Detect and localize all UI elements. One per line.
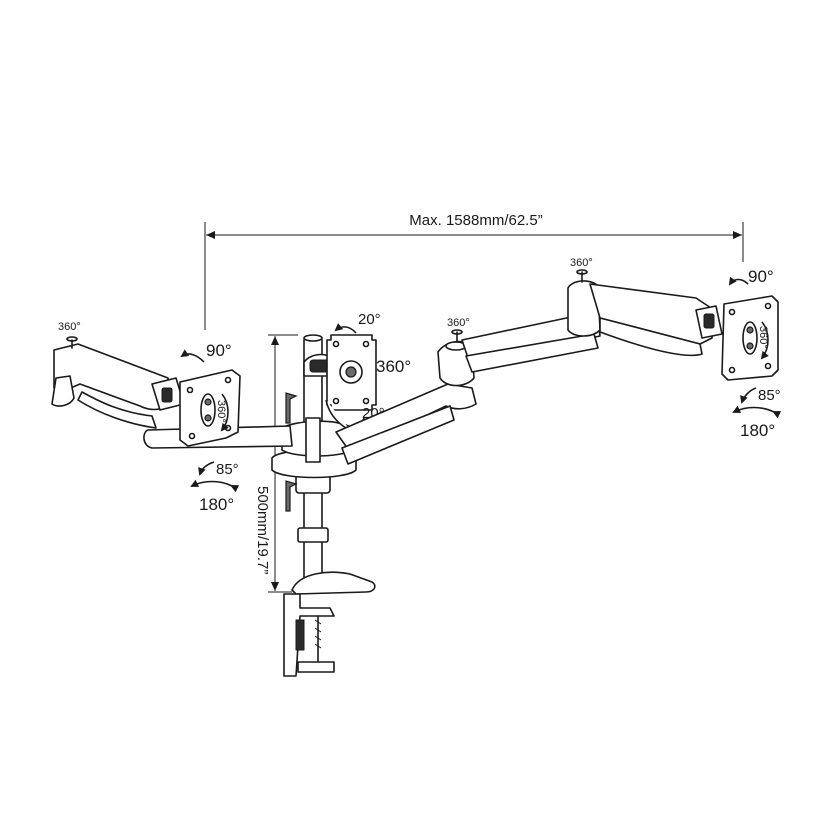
center-tilt-up-label: 20° <box>358 311 381 328</box>
width-dimension: Max. 1588mm/62.5” <box>204 212 744 330</box>
left-rotate-label: 360° <box>215 400 227 423</box>
right-pan-arrow <box>740 387 757 404</box>
right-tilt-label: 90° <box>748 267 774 286</box>
pole-knob-lower <box>285 480 298 512</box>
right-pan-label: 85° <box>758 387 781 404</box>
center-tilt-up-arrow <box>334 323 357 334</box>
pole-collar <box>297 527 329 543</box>
left-tilt-label: 90° <box>206 341 232 360</box>
left-pan-label: 85° <box>216 461 239 478</box>
right-shoulder-swivel-label: 360° <box>570 257 593 269</box>
right-flip-label: 180° <box>740 421 775 440</box>
width-arrow-left <box>206 231 215 239</box>
right-arm: 360° 360° 360° 90° 85° 180° <box>335 257 782 465</box>
left-flip-label: 180° <box>199 495 234 514</box>
left-rotate-arrow <box>220 393 229 432</box>
right-flip-arrow <box>732 405 782 419</box>
height-label: 500mm/19.7” <box>254 486 271 574</box>
center-rotate-label: 360° <box>376 357 411 376</box>
desk-clamp <box>283 571 376 677</box>
pole-knob-upper <box>285 392 298 424</box>
center-hub <box>271 417 357 479</box>
right-tilt-arrow <box>728 276 749 286</box>
left-tilt-arrow <box>180 349 205 363</box>
pole-cap <box>303 334 323 342</box>
right-arm-link-lower <box>341 405 455 465</box>
height-arrow-bottom <box>271 582 279 591</box>
right-elbow-swivel-label: 360° <box>447 317 470 329</box>
center-head: 20° 360° 20° <box>303 311 411 438</box>
clamp-body <box>283 593 335 677</box>
left-flip-arrow <box>190 479 240 493</box>
width-label: Max. 1588mm/62.5” <box>409 212 542 229</box>
right-arm-link-mid <box>465 333 599 373</box>
left-arm-end <box>51 375 75 407</box>
right-arm-link <box>335 383 477 453</box>
left-pan-arrow <box>198 461 215 476</box>
hub-column <box>305 417 321 463</box>
clamp-pad <box>297 661 335 673</box>
right-rotate-arrow <box>760 321 769 360</box>
clamp-plate <box>295 619 305 651</box>
left-gas-cylinder <box>77 391 157 429</box>
right-rotate-label: 360° <box>757 326 769 349</box>
width-arrow-right <box>733 231 742 239</box>
base-foot <box>291 571 376 595</box>
right-gas-cylinder <box>599 317 703 357</box>
left-arm: 360° 360° 90° 85° 180° <box>51 321 293 514</box>
left-swivel-label: 360° <box>58 321 81 333</box>
height-arrow-top <box>271 336 279 345</box>
